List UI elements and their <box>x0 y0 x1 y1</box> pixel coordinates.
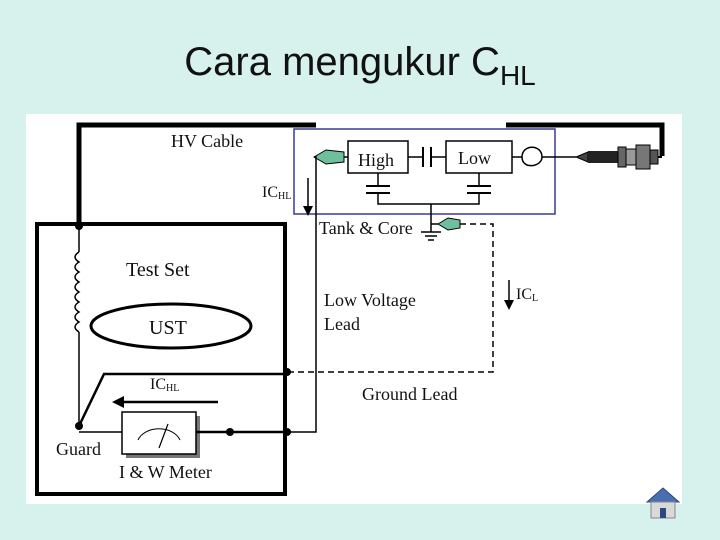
low-winding <box>445 140 513 174</box>
ichl-top-label: ICHL <box>262 184 291 202</box>
guard-label: Guard <box>56 439 101 459</box>
ust-ellipse <box>89 302 253 350</box>
ground-lead <box>287 223 494 373</box>
transformer-coil <box>74 251 81 333</box>
low-voltage-lead <box>291 156 317 433</box>
home-icon <box>645 487 681 519</box>
ust-switch <box>77 372 287 427</box>
guard-junction <box>75 422 83 430</box>
meter-dial <box>137 428 181 441</box>
home-button[interactable] <box>645 486 681 520</box>
ust-label: UST <box>149 317 187 339</box>
ichl-meter-arrow-head <box>112 396 124 408</box>
low-voltage-lead-label-1: Low Voltage <box>324 290 416 310</box>
title-main: Cara mengukur C <box>184 40 500 84</box>
hv-plug-ring-2 <box>625 148 637 166</box>
ground-lead-label: Ground Lead <box>362 384 457 404</box>
tank-core-label: Tank & Core <box>319 218 413 238</box>
ichl-meter-label: ICHL <box>150 376 179 394</box>
core-bus <box>377 193 480 205</box>
hv-plug-ring-1 <box>617 146 627 168</box>
measurement-circuit-diagram: HV Cable High Low Tank & Core ICHL Low V… <box>26 114 682 504</box>
icl-label: ICL <box>516 286 538 304</box>
transformer-outline <box>293 128 556 215</box>
lv-terminal-dot <box>283 428 291 436</box>
meter-label: I & W Meter <box>119 462 212 482</box>
icl-arrow-head <box>504 300 514 310</box>
title-sub: HL <box>499 60 536 91</box>
low-voltage-lead-label-2: Lead <box>324 314 360 334</box>
hv-plug-end <box>649 149 659 165</box>
high-label: High <box>358 150 394 170</box>
hv-cable-label: HV Cable <box>171 131 243 151</box>
hv-plug-body <box>588 151 618 163</box>
ichl-arrow-head <box>303 206 313 216</box>
hv-cable <box>76 122 316 226</box>
low-label: Low <box>458 148 491 168</box>
hv-plug-ring-3 <box>635 144 651 170</box>
meter-needle <box>158 423 169 449</box>
meter-junction-dot <box>226 428 234 436</box>
test-set-enclosure <box>35 222 287 496</box>
test-set-label: Test Set <box>126 259 190 281</box>
ground-terminal-dot <box>283 368 291 376</box>
hv-junction-dot <box>75 222 83 230</box>
slide-title: Cara mengukur CHL <box>0 40 720 92</box>
hv-cable-right <box>506 122 665 156</box>
